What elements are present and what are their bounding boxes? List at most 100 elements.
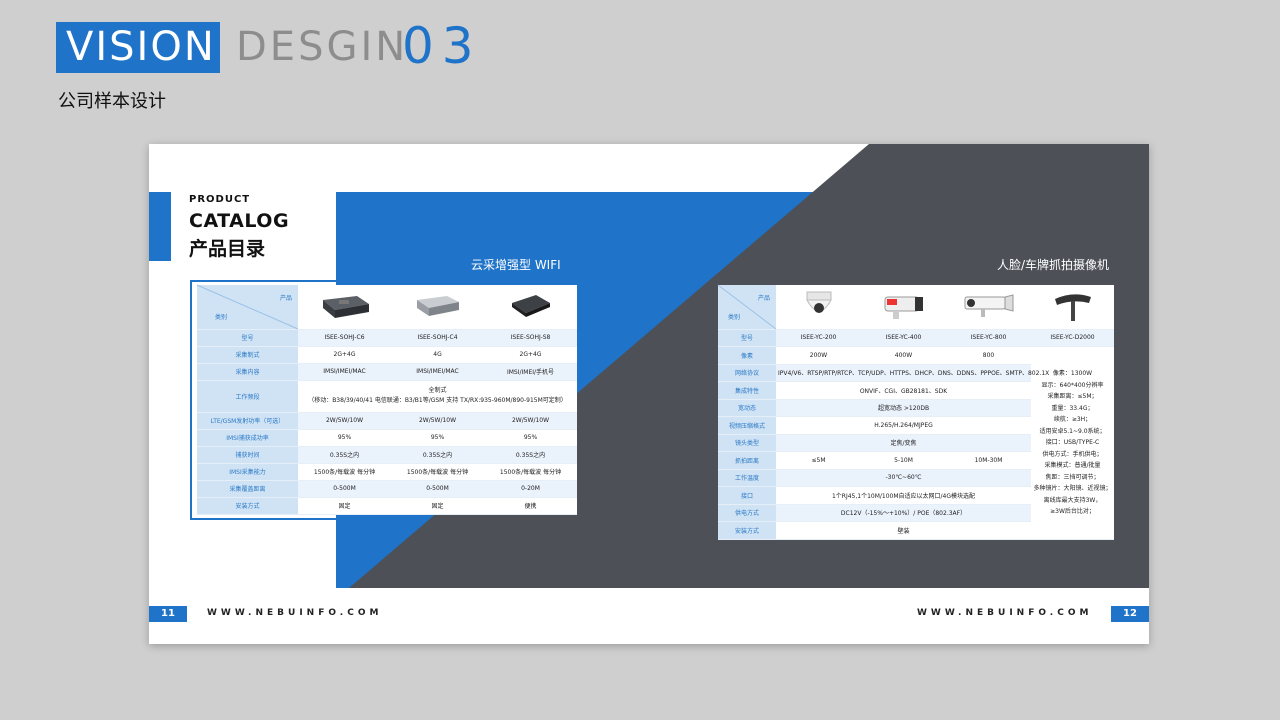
spec-note: 重量：33.4G； <box>1051 404 1094 412</box>
table-cell: 95% <box>298 429 391 447</box>
merged-cell: 定焦/变焦 <box>776 434 1031 452</box>
website-url-left: WWW.NEBUINFO.COM <box>207 608 383 618</box>
table-cell: 5-10M <box>861 451 946 470</box>
catalog-accent-bar <box>149 192 171 261</box>
table-corner: 产品 类别 <box>196 284 299 330</box>
table-cell: IMSI/IMEI/MAC <box>298 363 391 381</box>
table-cell: 2W/5W/10W <box>484 412 577 430</box>
row-label: 集成特性 <box>718 381 776 400</box>
camera-image-bullet <box>861 285 946 330</box>
spec-note: 供电方式：手机供电； <box>1042 450 1103 458</box>
table-cell: 400W <box>861 346 946 365</box>
row-label: 像素 <box>718 346 776 365</box>
table-cell: 2G+4G <box>298 346 391 364</box>
row-label: 网络协议 <box>718 364 776 382</box>
merged-cell: ONVIF、CGI、GB28181、SDK <box>776 381 1031 400</box>
table-cell: 95% <box>484 429 577 447</box>
catalog-spread: PRODUCT CATALOG 产品目录 云采增强型 WIFI 人脸/车牌抓拍摄… <box>149 144 1149 644</box>
row-label: 采集内容 <box>197 363 298 381</box>
table-cell: 10M-30M <box>946 451 1031 470</box>
row-label: 供电方式 <box>718 504 776 522</box>
table-cell: 95% <box>391 429 484 447</box>
row-label: 型号 <box>718 329 776 347</box>
title-number: 03 <box>402 17 482 75</box>
spec-note: 像素：1300W <box>1052 370 1093 377</box>
table-cell: 2G+4G <box>484 346 577 364</box>
row-label: 采集制式 <box>197 346 298 364</box>
merged-cell: 壁装 <box>776 521 1031 540</box>
table-cell: 固定 <box>391 497 484 515</box>
title-design: DESGIN <box>236 24 409 70</box>
merged-cell: 全制式 （移动：B38/39/40/41 电信联通：B3/B1等/GSM 支持 T… <box>298 380 577 413</box>
camera-image-dome <box>776 285 861 330</box>
table-cell: 0.35S之内 <box>391 446 484 464</box>
spec-note: 采集模式：普通/批量 <box>1044 462 1101 469</box>
page-number-right: 12 <box>1111 606 1149 622</box>
table-cell: IMSI/IMEI/MAC <box>391 363 484 381</box>
table-cell: 0.35S之内 <box>298 446 391 464</box>
table-row: 安装方式固定固定便携 <box>197 497 577 515</box>
table-cell: ISEE-YC-800 <box>946 329 1031 347</box>
spec-note: 接口：USB/TYPE-C <box>1045 439 1100 446</box>
catalog-label: CATALOG <box>189 210 290 232</box>
row-label: 安装方式 <box>718 521 776 540</box>
merged-line-1: 全制式 <box>428 387 447 394</box>
row-label: IMSI捕获成功率 <box>197 429 298 447</box>
table-row: 宽动态超宽动态 >120DB <box>718 399 1114 417</box>
table-cell: 2W/5W/10W <box>298 412 391 430</box>
table-frame <box>190 280 338 520</box>
table-row: 安装方式壁装 <box>718 521 1114 540</box>
catalog-cn-label: 产品目录 <box>189 238 266 260</box>
table-cell: 0.35S之内 <box>484 446 577 464</box>
spec-note: 焦距：三挡可调节； <box>1045 473 1100 481</box>
spec-note: 显示：640*400分辨率 <box>1041 381 1104 389</box>
table-cell: ISEE-SOHJ-S8 <box>484 329 577 347</box>
table-cell: 1500条/每载波 每分钟 <box>298 463 391 481</box>
spec-note: 离线库最大支持3W， <box>1043 496 1102 504</box>
table-cell: 800 <box>946 346 1031 365</box>
row-label: 接口 <box>718 486 776 505</box>
merged-line-2: （移动：B38/39/40/41 电信联通：B3/B1等/GSM 支持 TX/R… <box>308 397 567 404</box>
row-label: 采集覆盖距离 <box>197 480 298 498</box>
table-cell: IMSI/IMEI/手机号 <box>484 363 577 381</box>
row-label: 安装方式 <box>197 497 298 515</box>
product-image-c4 <box>391 285 484 330</box>
table-row: 工作频段全制式（移动：B38/39/40/41 电信联通：B3/B1等/GSM … <box>197 380 577 413</box>
row-label: 型号 <box>197 329 298 347</box>
wifi-section-title: 云采增强型 WIFI <box>471 258 561 272</box>
table-cell: 便携 <box>484 497 577 515</box>
merged-cell: 超宽动态 >120DB <box>776 399 1031 417</box>
table-cell: 4G <box>391 346 484 364</box>
merged-cell: 1个RJ45,1个10M/100M自适应以太网口/4G模块选配 <box>776 486 1031 505</box>
camera-section-title: 人脸/车牌抓拍摄像机 <box>997 258 1110 272</box>
table-cell: ISEE-YC-200 <box>776 329 861 347</box>
camera-image-handheld <box>1031 285 1114 330</box>
table-cell: ≤5M <box>776 451 861 470</box>
table-cell: ISEE-YC-D2000 <box>1031 329 1114 347</box>
row-label: LTE/GSM发射功率（可选） <box>197 412 298 430</box>
table-cell: 固定 <box>298 497 391 515</box>
spec-note: 多种镜片：大阳镜、近视镜； <box>1033 485 1112 492</box>
table-corner: 产品 类别 <box>717 284 777 330</box>
table-row: 镜头类型定焦/变焦 <box>718 434 1114 452</box>
table-cell: ISEE-SOHJ-C4 <box>391 329 484 347</box>
title-vision: VISION <box>66 24 216 70</box>
merged-cell: -30℃~60℃ <box>776 469 1031 487</box>
table-cell: 1500条/每载波 每分钟 <box>484 463 577 481</box>
merged-cell: DC12V（-15%～+10%）/ POE（802.3AF） <box>776 504 1031 522</box>
